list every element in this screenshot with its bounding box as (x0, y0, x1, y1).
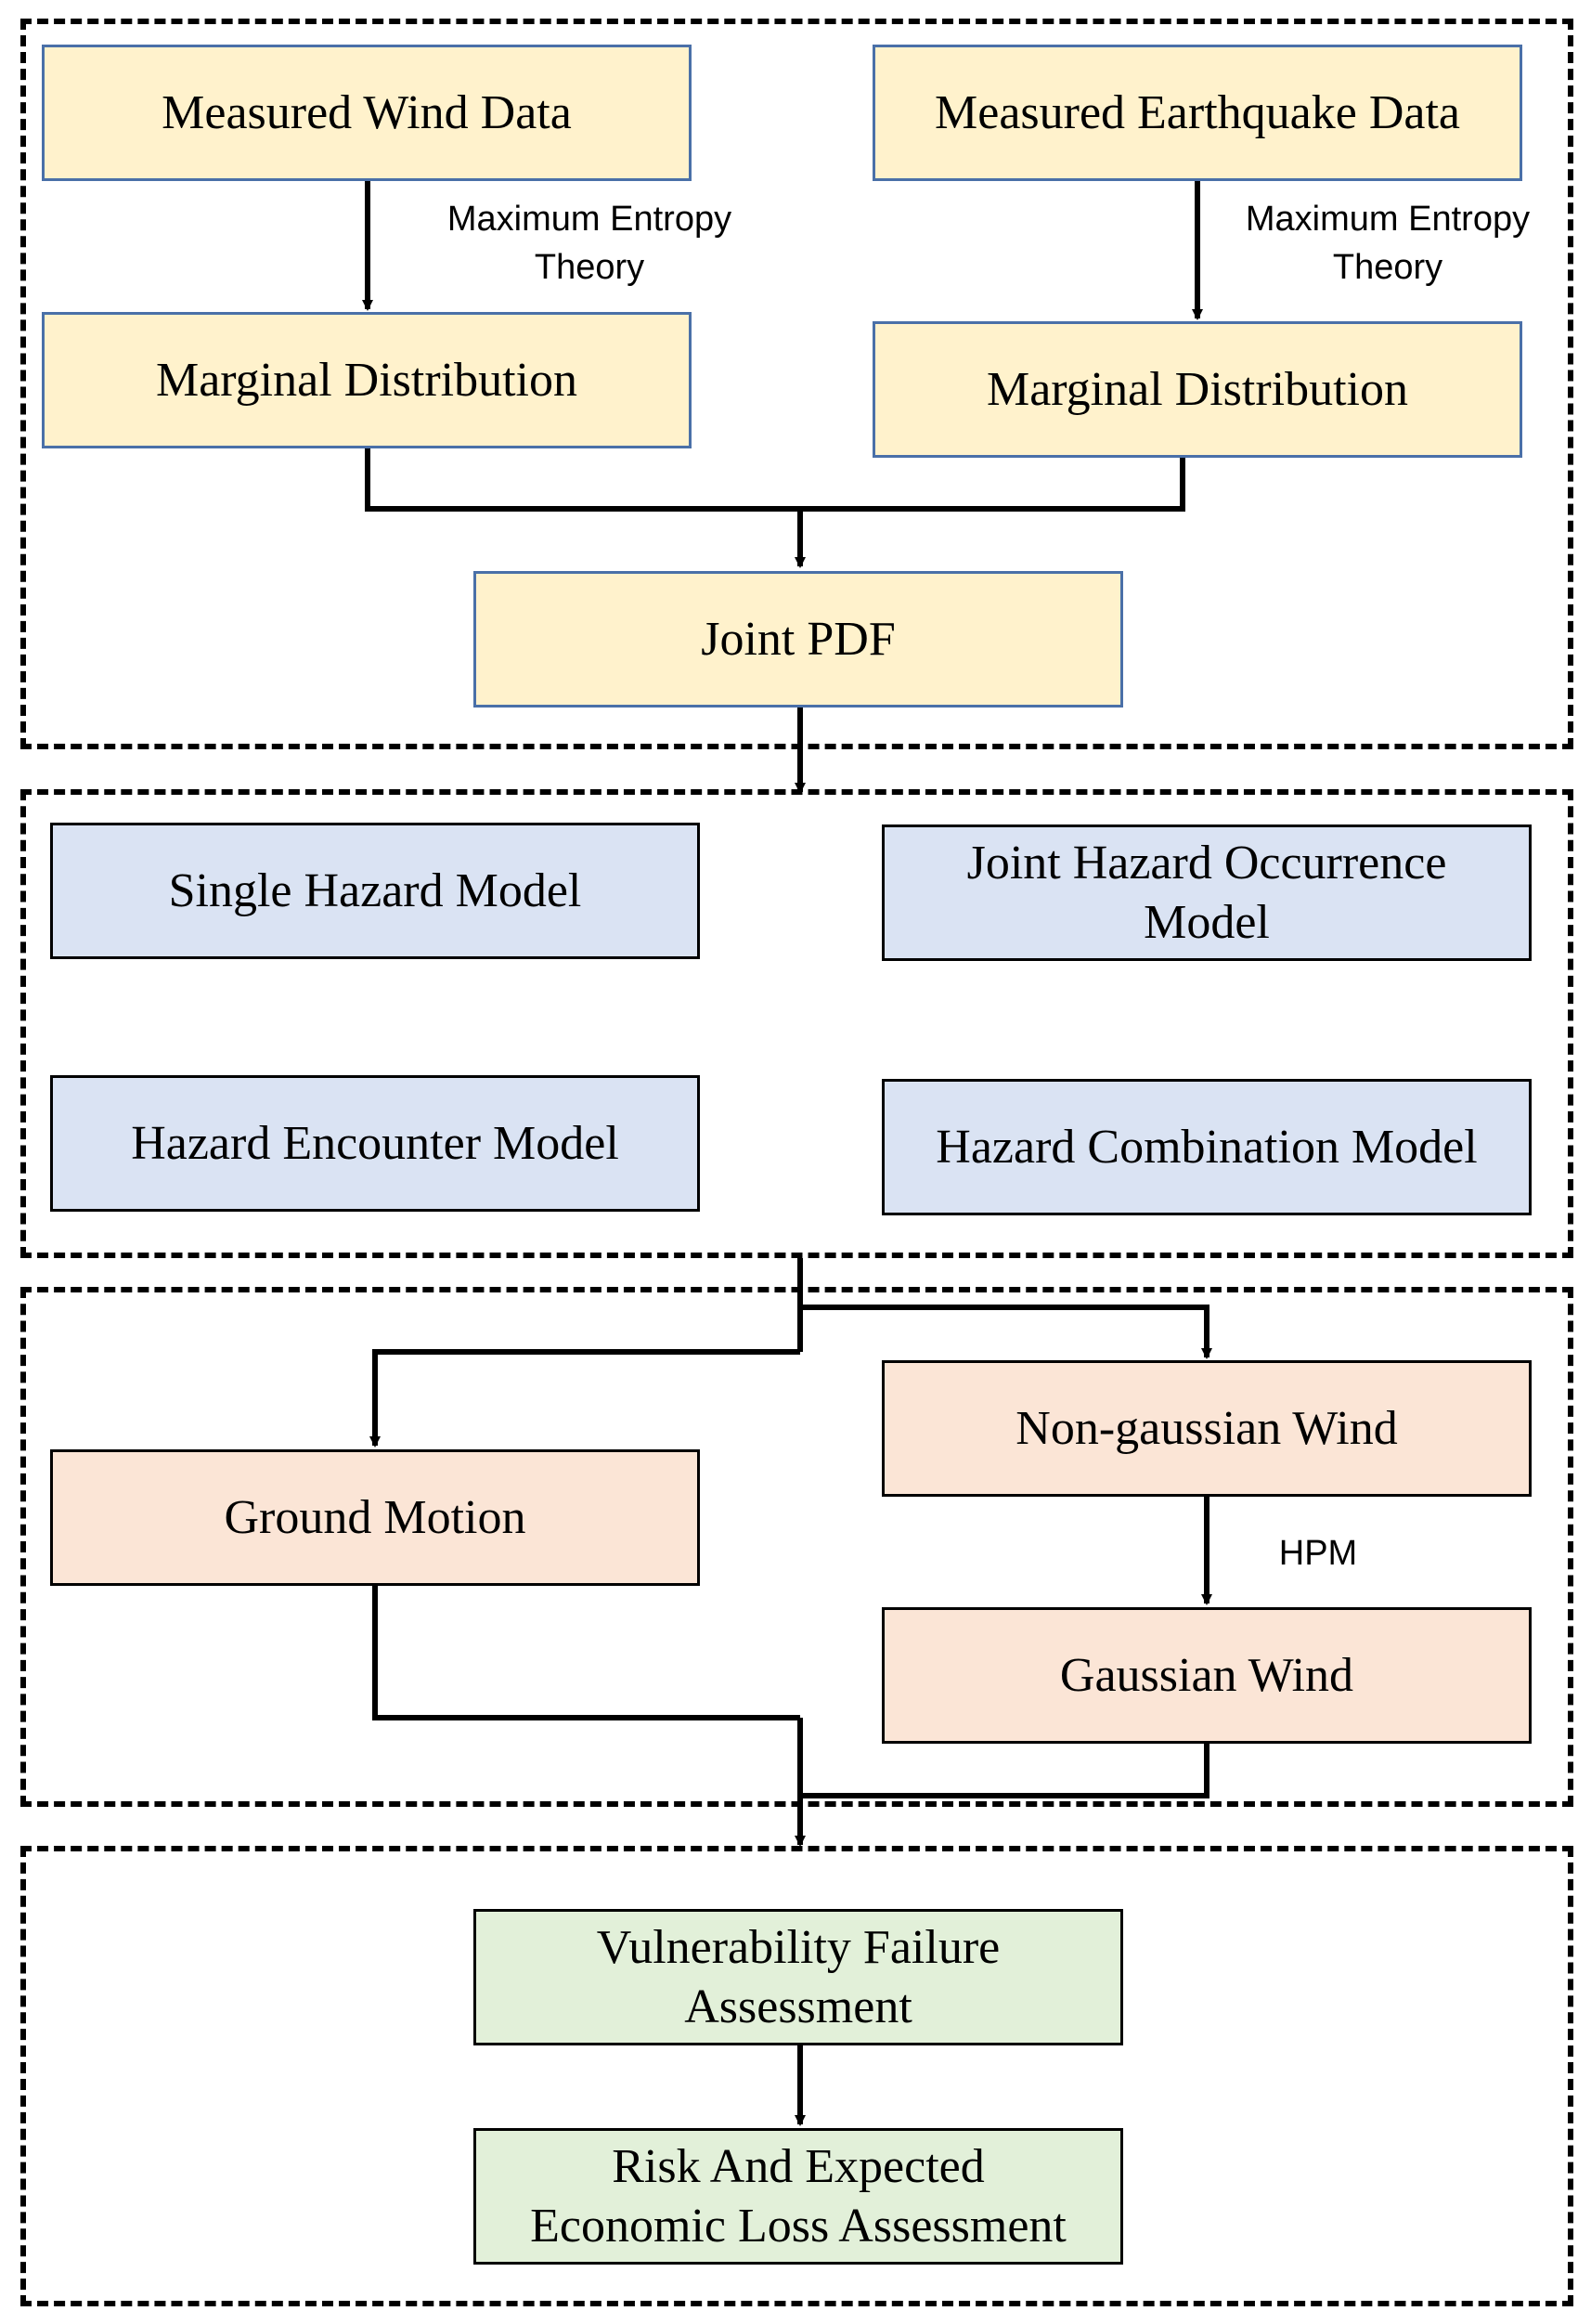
stage-panel-loads (20, 1287, 1573, 1807)
connector-gaussian-wind-merge (800, 1743, 1209, 1798)
joint-hazard-occurrence-model-box: Joint Hazard Occurrence Model (882, 824, 1532, 961)
hazard-combination-model-box: Hazard Combination Model (882, 1079, 1532, 1215)
wind-marginal-distribution-box: Marginal Distribution (42, 312, 692, 448)
stage-panel-assessment (20, 1846, 1573, 2306)
arrow-to-ground-motion (369, 1349, 800, 1448)
measured-wind-data-box: Measured Wind Data (42, 45, 692, 181)
quake-marginal-distribution-box: Marginal Distribution (873, 321, 1522, 458)
risk-economic-loss-assessment-box: Risk And Expected Economic Loss Assessme… (473, 2128, 1123, 2265)
arrow-to-non-gaussian-wind (800, 1305, 1212, 1359)
stage-panel-distribution (20, 19, 1573, 749)
joint-pdf-box: Joint PDF (473, 571, 1123, 708)
vulnerability-failure-assessment-box: Vulnerability Failure Assessment (473, 1909, 1123, 2045)
connector-quake-marginal-merge (800, 458, 1185, 512)
ground-motion-box: Ground Motion (50, 1449, 700, 1586)
single-hazard-model-box: Single Hazard Model (50, 823, 700, 959)
hazard-encounter-model-box: Hazard Encounter Model (50, 1075, 700, 1212)
connector-wind-marginal-merge (365, 448, 800, 512)
quake-method-label: Maximum Entropy Theory (1245, 200, 1531, 287)
measured-earthquake-data-box: Measured Earthquake Data (873, 45, 1522, 181)
hpm-label: HPM (1278, 1534, 1358, 1573)
non-gaussian-wind-box: Non-gaussian Wind (882, 1360, 1532, 1497)
gaussian-wind-box: Gaussian Wind (882, 1607, 1532, 1744)
wind-method-label: Maximum Entropy Theory (446, 200, 732, 287)
connector-ground-motion-merge (372, 1585, 800, 1720)
